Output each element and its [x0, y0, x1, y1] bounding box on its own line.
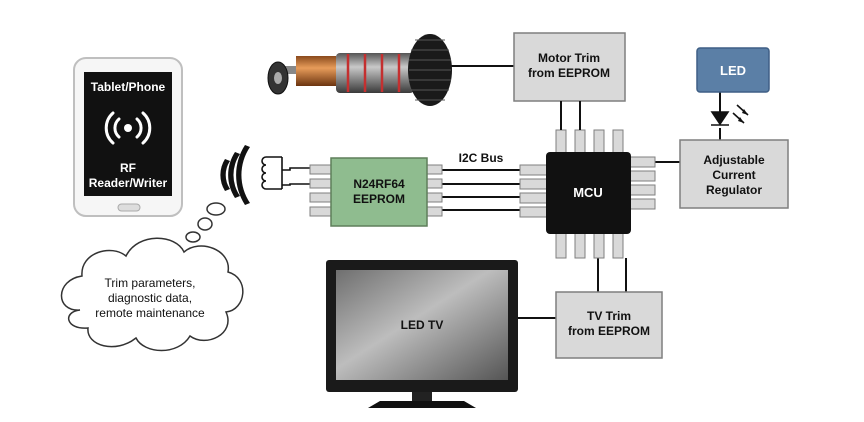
led-diode-icon	[710, 104, 749, 126]
motor-trim-block: Motor Trim from EEPROM	[513, 32, 626, 102]
rf-wave-icon	[220, 145, 250, 205]
regulator-label-3: Regulator	[706, 183, 762, 197]
commutator	[296, 56, 336, 86]
regulator-box	[679, 139, 789, 209]
tablet-reader-writer-label: Reader/Writer	[89, 176, 168, 190]
tv-neck	[412, 392, 432, 402]
motor-armature-image	[267, 34, 452, 106]
regulator-label-1: Adjustable	[703, 153, 765, 167]
cloud-text-line-3: remote maintenance	[95, 306, 205, 320]
tablet-screen	[84, 72, 172, 196]
mcu-pins	[519, 129, 656, 259]
antenna-coil-icon	[261, 156, 310, 190]
rf-signal-icon	[104, 111, 152, 145]
led-tv-image: LED TV	[326, 260, 518, 408]
led-box	[696, 47, 770, 93]
regulator-block: Adjustable Current Regulator	[679, 139, 789, 209]
mcu-chip: MCU	[519, 129, 656, 259]
tablet-title: Tablet/Phone	[91, 80, 166, 94]
cloud-shape	[60, 237, 244, 352]
eeprom-part-number: N24RF64	[353, 177, 405, 191]
cloud-text-line-1: Trim parameters,	[105, 276, 196, 290]
led-block: LED	[696, 47, 770, 126]
tv-screen	[336, 270, 508, 380]
armature-windings	[346, 54, 401, 92]
mcu-body	[546, 152, 631, 234]
motor-trim-label-2: from EEPROM	[528, 66, 610, 80]
tv-trim-label-2: from EEPROM	[568, 324, 650, 338]
i2c-bus-label: I2C Bus	[459, 151, 504, 165]
tv-trim-box	[555, 291, 663, 359]
tablet-home-button	[117, 203, 141, 212]
thought-bubbles	[185, 202, 226, 243]
eeprom-label: EEPROM	[353, 192, 405, 206]
armature-core	[336, 53, 414, 93]
motor-trim-label-1: Motor Trim	[538, 51, 600, 65]
motor-trim-wires	[560, 101, 581, 130]
fan-blades	[409, 39, 451, 101]
cloud-callout: Trim parameters, diagnostic data, remote…	[60, 237, 244, 352]
tv-trim-label-1: TV Trim	[587, 309, 631, 323]
tv-trim-block: TV Trim from EEPROM	[555, 291, 663, 359]
eeprom-pins	[309, 164, 443, 217]
led-label: LED	[720, 63, 746, 78]
motor-trim-box	[513, 32, 626, 102]
tablet-rf-label: RF	[120, 161, 136, 175]
cloud-text-line-2: diagnostic data,	[108, 291, 192, 305]
regulator-label-2: Current	[712, 168, 755, 182]
eeprom-body	[330, 157, 428, 227]
tv-stand	[368, 401, 476, 408]
tablet-phone-device: Tablet/Phone RF Reader/Writer	[73, 57, 183, 217]
tv-label: LED TV	[401, 318, 444, 332]
mcu-label: MCU	[573, 185, 603, 200]
connection-wires	[441, 65, 721, 319]
eeprom-chip: N24RF64 EEPROM	[309, 157, 443, 227]
